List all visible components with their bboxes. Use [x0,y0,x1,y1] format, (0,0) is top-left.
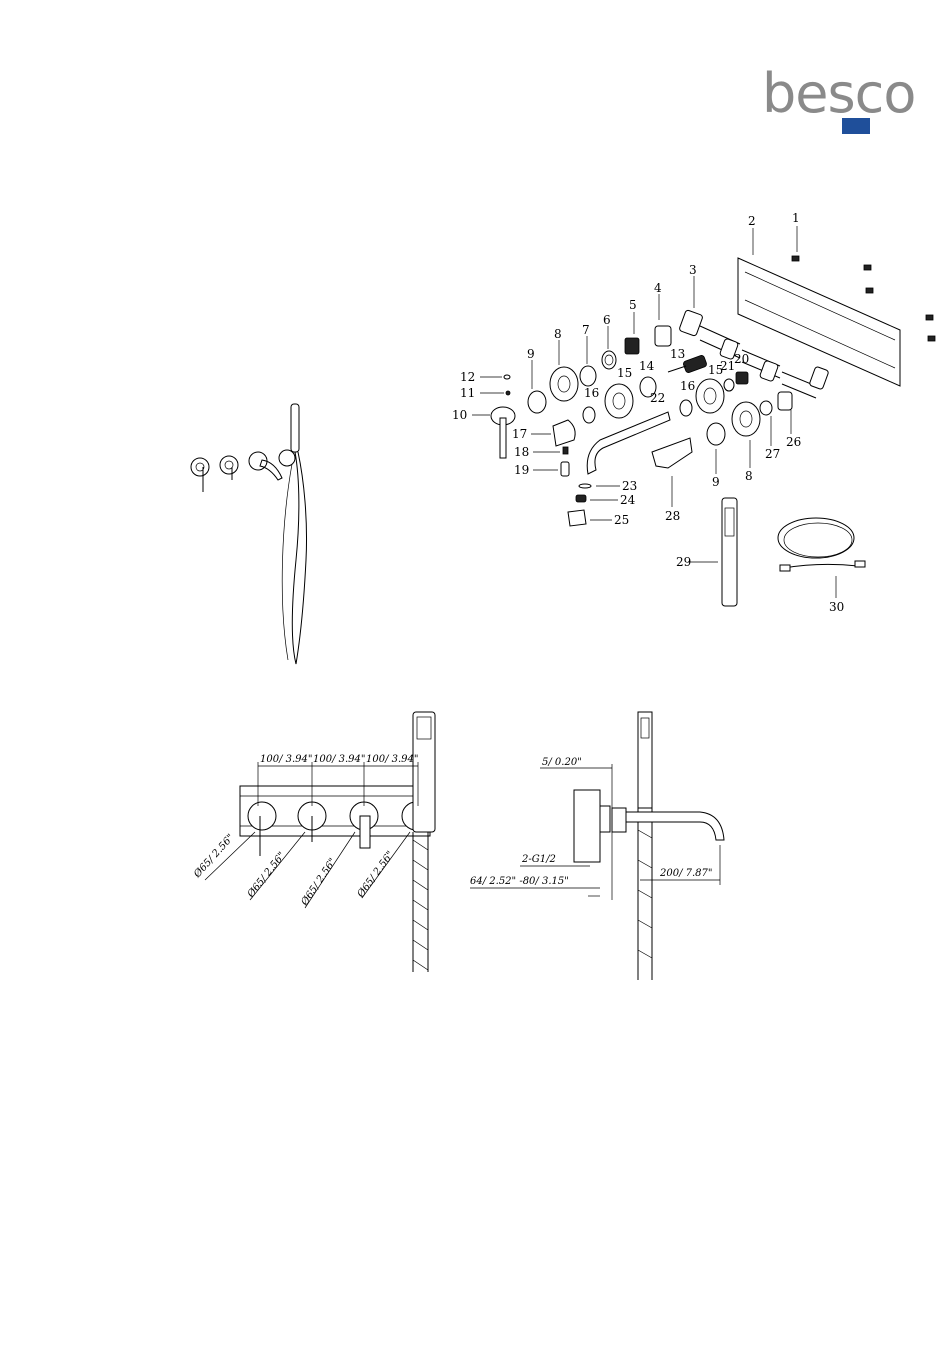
part-label: 3 [689,263,697,277]
dimension-label: 100/ 3.94" [366,754,419,765]
side-dimension-drawing: 5/ 0.20" 2-G1/2 64/ 2.52" -80/ 3.15" 200… [470,712,724,980]
part-label: 8 [745,469,753,483]
part-label: 26 [786,435,801,449]
part-label: 2 [748,214,756,228]
part-label: 27 [765,447,780,461]
part-label: 7 [582,323,590,337]
dimension-label: Ø65/ 2.56" [355,849,396,900]
part-label: 13 [670,347,685,361]
part-label: 29 [676,555,691,569]
part-label: 19 [514,463,529,477]
mounting-plate [738,258,900,386]
part-label: 9 [712,475,720,489]
sleeve [655,326,671,346]
dimension-label: 5/ 0.20" [542,757,582,768]
part-label: 25 [614,513,629,527]
part-label: 9 [527,347,535,361]
part-label: 4 [654,281,662,295]
part-label: 1 [792,211,800,225]
part-label: 17 [512,427,527,441]
part-label: 8 [554,327,562,341]
part-label: 18 [514,445,529,459]
part-label: 28 [665,509,680,523]
dimension-label: 100/ 3.94" [313,754,366,765]
part-label: 22 [650,391,665,405]
dimension-label: 2-G1/2 [521,854,556,865]
dimension-label: 200/ 7.87" [659,868,713,879]
dimension-label: 64/ 2.52" -80/ 3.15" [470,876,569,887]
part-label: 20 [734,352,749,366]
part-label: 12 [460,370,475,384]
part-label: 16 [584,386,599,400]
part-label: 11 [460,386,475,400]
part-label: 30 [829,600,844,614]
part-label: 15 [708,363,723,377]
part-label: 5 [629,298,637,312]
hand-shower [722,498,737,606]
dimension-label: 100/ 3.94" [260,754,313,765]
front-dimension-drawing: 100/ 3.94" 100/ 3.94" 100/ 3.94" Ø65/ 2.… [191,712,435,972]
part-label: 15 [617,366,632,380]
part-label: 24 [620,493,636,507]
part-label: 10 [452,408,467,422]
dimension-label: Ø65/ 2.56" [245,850,288,900]
part-label: 14 [639,359,655,373]
part-label: 23 [622,479,637,493]
shower-holder [652,438,692,468]
cartridge [625,338,639,354]
dimension-label: Ø65/ 2.56" [299,856,339,908]
exploded-view [491,256,935,606]
part-label: 16 [680,379,695,393]
shower-hose [778,518,865,571]
assembled-product-illustration [191,404,307,664]
part-label: 6 [603,313,611,327]
